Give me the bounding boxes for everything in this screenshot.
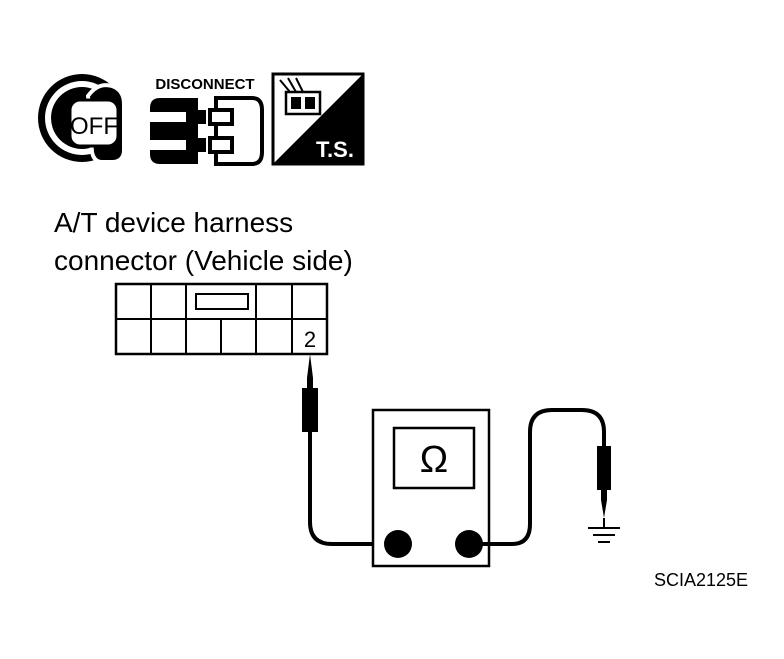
ground-icon — [588, 518, 620, 543]
harness-connector: 2 — [114, 282, 329, 356]
connector-title-line2: connector (Vehicle side) — [54, 245, 353, 276]
terminal-label: 2 — [304, 327, 316, 352]
terminal-side-icon: T.S. — [271, 72, 365, 166]
ts-label: T.S. — [316, 137, 354, 162]
meter-terminal-left — [384, 530, 412, 558]
ohm-symbol: Ω — [420, 439, 448, 481]
ohmmeter: Ω — [371, 408, 491, 568]
ignition-off-text: OFF — [70, 113, 118, 140]
positive-probe — [302, 354, 398, 546]
disconnect-label: DISCONNECT — [155, 76, 254, 93]
connector-disconnect-icon: DISCONNECT — [150, 76, 264, 166]
ground-probe — [469, 408, 611, 546]
figure-id: SCIA2125E — [654, 570, 748, 590]
ignition-key-off-icon: OFF — [38, 74, 126, 164]
connector-title-line1: A/T device harness — [54, 207, 293, 238]
